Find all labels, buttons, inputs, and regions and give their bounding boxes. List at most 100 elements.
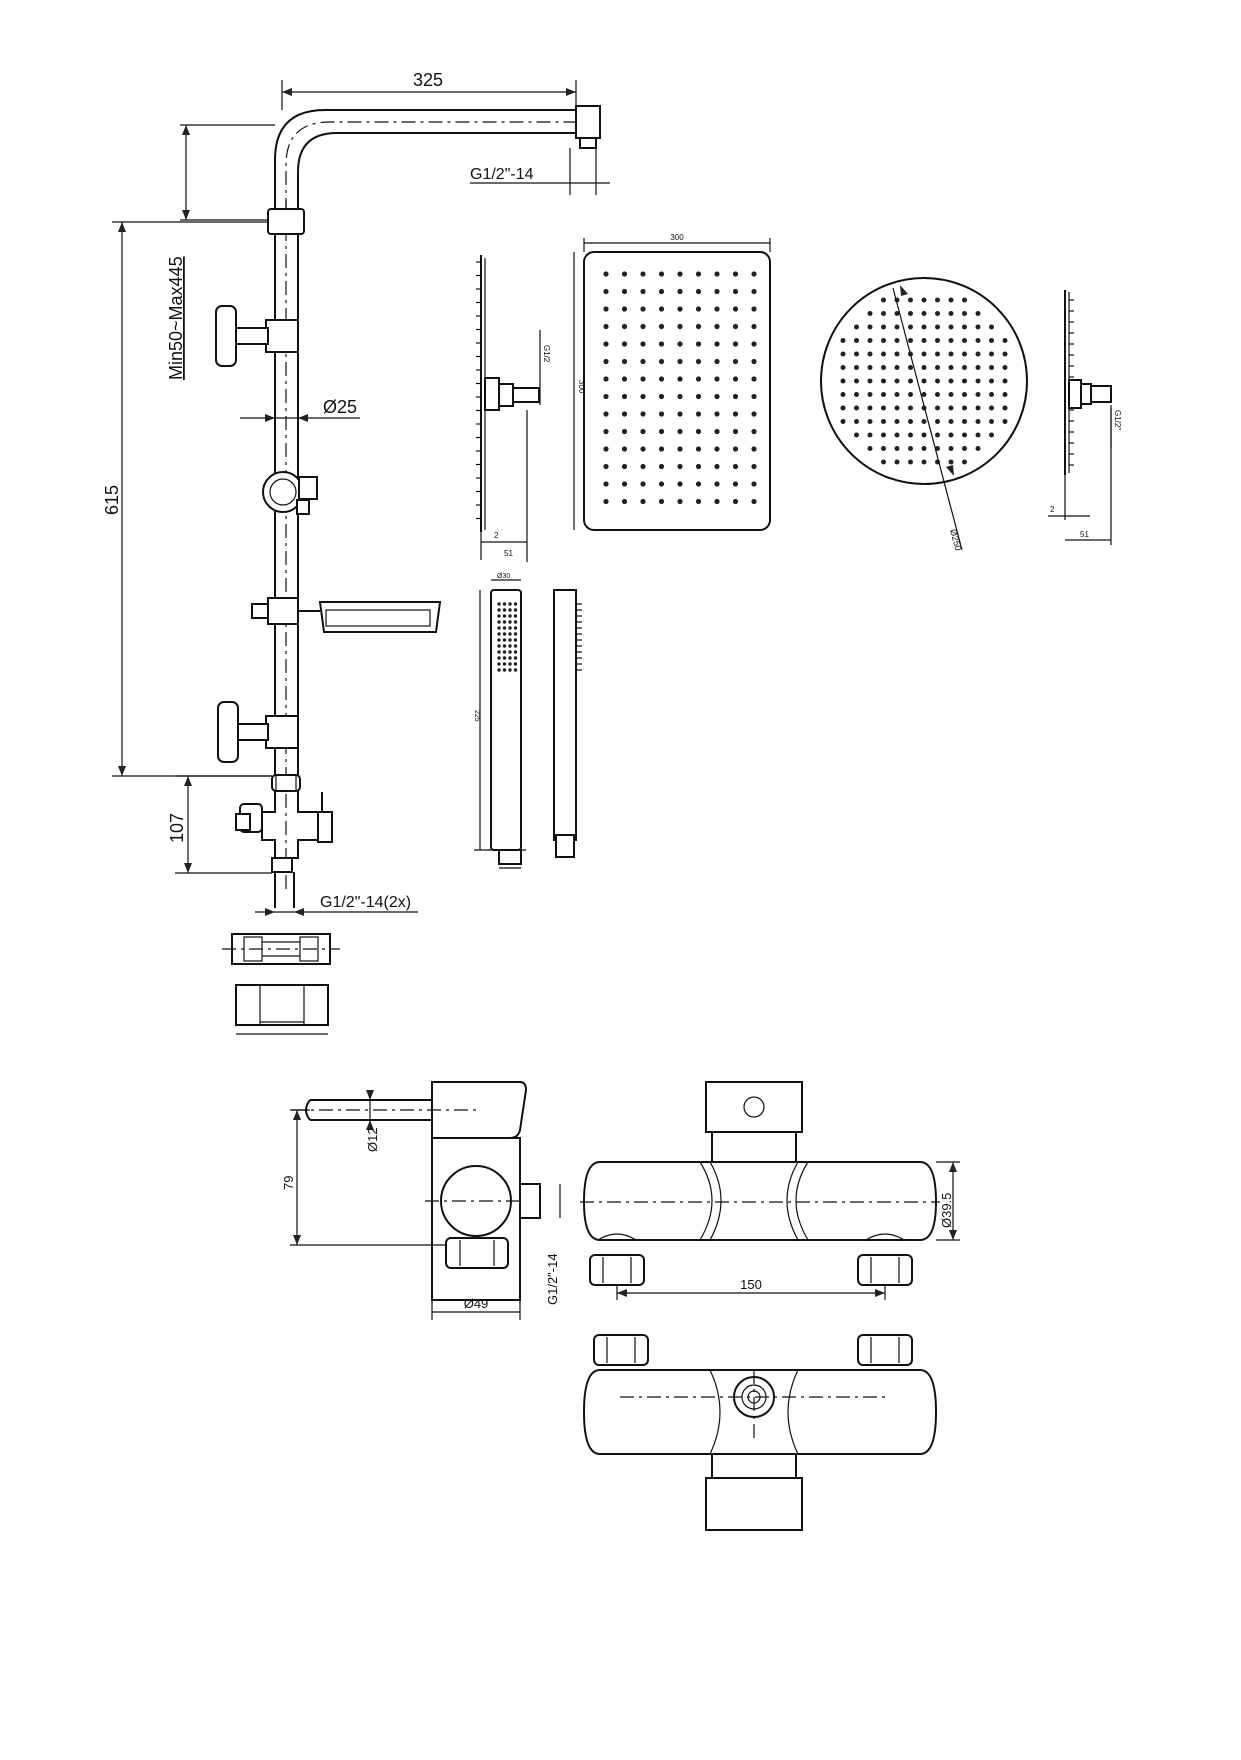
nozzle-dot <box>513 650 518 654</box>
nozzle-dot <box>714 358 720 365</box>
nozzle-dot <box>714 393 720 400</box>
nozzle-dot <box>695 376 702 382</box>
nozzle-dot <box>948 311 954 316</box>
nozzle-dot <box>714 411 720 417</box>
nozzle-dot <box>640 288 646 295</box>
nozzle-dot <box>732 323 739 330</box>
nozzle-dot <box>751 306 757 312</box>
nozzle-dot <box>894 311 900 316</box>
nozzle-dot <box>732 498 739 505</box>
nozzle-dot <box>640 481 646 487</box>
nozzle-dot <box>908 297 913 303</box>
nozzle-dot <box>908 338 913 343</box>
nozzle-dot <box>640 376 646 382</box>
nozzle-dot <box>508 644 512 648</box>
nozzle-dot <box>840 351 846 357</box>
nozzle-dot <box>508 626 512 630</box>
nozzle-dot <box>840 378 846 384</box>
nozzle-dot <box>497 608 501 612</box>
nozzle-dot <box>989 392 994 397</box>
nozzle-dot <box>497 650 501 654</box>
nozzle-dot <box>751 271 757 277</box>
nozzle-dot <box>497 668 501 672</box>
nozzle-dot <box>854 324 859 330</box>
nozzle-dot <box>867 311 873 316</box>
nozzle-dot <box>962 405 967 411</box>
nozzle-dot <box>935 324 940 330</box>
nozzle-dot <box>502 668 507 672</box>
nozzle-dot <box>677 271 683 277</box>
mixer-height: 79 <box>281 1176 296 1190</box>
nozzle-dot <box>881 365 886 370</box>
nozzle-dot <box>751 498 757 505</box>
nozzle-dot <box>658 341 665 347</box>
nozzle-dot <box>935 432 940 438</box>
nozzle-dot <box>854 432 859 438</box>
nozzle-dot <box>677 446 683 452</box>
nozzle-dot <box>881 378 886 384</box>
nozzle-dot <box>513 608 518 612</box>
nozzle-dot <box>975 365 981 370</box>
sq-side-thickness: 2 <box>494 531 499 540</box>
nozzle-dot <box>658 358 665 365</box>
nozzle-dot <box>714 288 720 295</box>
nozzle-dot <box>921 446 927 451</box>
nozzle-dot <box>894 405 900 411</box>
nozzle-dot <box>677 393 683 400</box>
nozzle-dot <box>714 463 720 470</box>
nozzle-dot <box>894 351 900 357</box>
nozzle-dot <box>935 392 940 397</box>
nozzle-dot <box>640 393 646 400</box>
nozzle-dot <box>621 393 628 400</box>
nozzle-dot <box>695 393 702 400</box>
nozzle-dot <box>695 341 702 347</box>
nozzle-dot <box>894 378 900 384</box>
nozzle-dot <box>621 358 628 365</box>
nozzle-dot <box>695 481 702 487</box>
sq-width: 300 <box>670 233 684 242</box>
rd-diameter: Ø250 <box>948 528 963 552</box>
nozzle-dot <box>677 481 683 487</box>
nozzle-dot <box>881 419 886 424</box>
nozzle-dot <box>989 405 994 411</box>
nozzle-dot <box>603 306 609 312</box>
nozzle-dot <box>908 459 913 465</box>
nozzle-dot <box>975 351 981 357</box>
nozzle-dot <box>854 392 859 397</box>
coupling-detail-bottom <box>235 984 329 1035</box>
hand-shower-side-view <box>553 589 582 858</box>
nozzle-dot <box>894 324 900 330</box>
nozzle-dot <box>497 638 501 642</box>
nozzle-dot <box>962 351 967 357</box>
dim-rail-diameter: Ø25 <box>323 397 357 417</box>
nozzle-dot <box>894 365 900 370</box>
nozzle-dot <box>513 662 518 666</box>
nozzle-dot <box>840 392 846 397</box>
nozzle-dot <box>732 288 739 295</box>
nozzle-dot <box>989 432 994 438</box>
nozzle-dot <box>658 376 665 382</box>
square-head-side-view: G1/2 2 51 <box>476 255 551 562</box>
nozzle-dot <box>732 481 739 487</box>
nozzle-dot <box>502 662 507 666</box>
nozzle-dot <box>921 419 927 424</box>
nozzle-dot <box>658 463 665 470</box>
nozzle-dot <box>962 311 967 316</box>
nozzle-dot <box>732 393 739 400</box>
nozzle-dot <box>658 271 665 277</box>
nozzle-dot <box>695 498 702 505</box>
nozzle-dot <box>695 288 702 295</box>
rd-side-depth: 51 <box>1080 530 1089 539</box>
nozzle-dot <box>502 650 507 654</box>
nozzle-dot <box>1002 419 1008 424</box>
nozzle-dot <box>908 392 913 397</box>
nozzle-dot <box>502 602 507 606</box>
nozzle-dot <box>513 602 518 606</box>
hand-width: Ø30 <box>497 573 510 580</box>
nozzle-dot <box>751 358 757 365</box>
nozzle-dot <box>513 626 518 630</box>
nozzle-dot <box>640 498 646 505</box>
nozzle-dot <box>908 419 913 424</box>
nozzle-dot <box>948 392 954 397</box>
nozzle-dot <box>603 481 609 487</box>
